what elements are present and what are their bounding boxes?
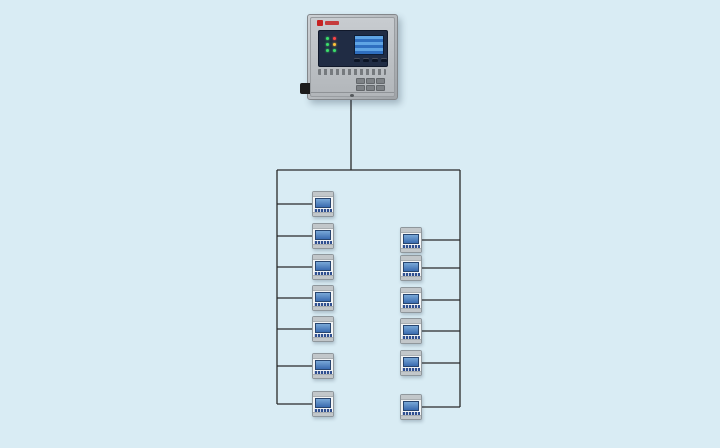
keypad-button xyxy=(356,78,365,84)
detector-bottom-cap xyxy=(313,275,333,279)
door-lock-icon xyxy=(350,94,354,97)
alarm-led xyxy=(333,37,336,40)
brand-logo-icon xyxy=(317,20,323,26)
gas-detector-R3 xyxy=(400,287,422,313)
detector-label-band xyxy=(314,209,332,214)
detector-display xyxy=(403,294,419,304)
detector-top-cap xyxy=(401,395,421,400)
detector-top-cap xyxy=(401,288,421,293)
detector-top-cap xyxy=(401,228,421,233)
gas-detector-R6 xyxy=(400,394,422,420)
detector-bottom-cap xyxy=(401,339,421,343)
detector-bottom-cap xyxy=(313,412,333,416)
detector-bottom-cap xyxy=(313,337,333,341)
cabinet-door-seam xyxy=(311,92,394,93)
detector-top-cap xyxy=(401,351,421,356)
detector-top-cap xyxy=(401,319,421,324)
detector-bottom-cap xyxy=(401,415,421,419)
detector-display xyxy=(403,262,419,272)
detector-top-cap xyxy=(313,224,333,229)
detector-label-band xyxy=(314,409,332,414)
controller-display-panel xyxy=(318,30,388,67)
detector-display xyxy=(403,401,419,411)
keypad-button xyxy=(366,78,375,84)
detector-label-band xyxy=(402,305,420,310)
power-led xyxy=(333,49,336,52)
keypad-button xyxy=(376,78,385,84)
detector-label-band xyxy=(314,334,332,339)
detector-display xyxy=(403,234,419,244)
side-buzzer xyxy=(300,83,310,94)
gas-detector-R1 xyxy=(400,227,422,253)
panel-button xyxy=(381,58,387,62)
keypad xyxy=(356,78,386,91)
detector-display xyxy=(315,292,331,302)
detector-bottom-cap xyxy=(313,306,333,310)
detector-display xyxy=(315,323,331,333)
gas-detector-L4 xyxy=(312,285,334,311)
keypad-button xyxy=(376,85,385,91)
status-led xyxy=(326,49,329,52)
detector-bottom-cap xyxy=(401,308,421,312)
lcd-screen xyxy=(354,35,384,55)
detector-top-cap xyxy=(313,354,333,359)
detector-display xyxy=(403,357,419,367)
fault-led xyxy=(333,43,336,46)
gas-detector-R5 xyxy=(400,350,422,376)
gas-detector-L3 xyxy=(312,254,334,280)
panel-button xyxy=(372,58,378,62)
detector-label-band xyxy=(402,368,420,373)
detector-bottom-cap xyxy=(401,248,421,252)
detector-bottom-cap xyxy=(313,374,333,378)
gas-alarm-controller xyxy=(300,14,398,100)
detector-top-cap xyxy=(313,255,333,260)
detector-bottom-cap xyxy=(313,212,333,216)
detector-display xyxy=(403,325,419,335)
status-led xyxy=(326,37,329,40)
gas-detector-L5 xyxy=(312,316,334,342)
detector-top-cap xyxy=(401,256,421,261)
detector-top-cap xyxy=(313,392,333,397)
detector-bottom-cap xyxy=(313,244,333,248)
detector-bottom-cap xyxy=(401,371,421,375)
detector-label-band xyxy=(314,272,332,277)
model-label-text xyxy=(318,69,386,75)
detector-display xyxy=(315,230,331,240)
detector-label-band xyxy=(402,336,420,341)
gas-detector-R2 xyxy=(400,255,422,281)
detector-bottom-cap xyxy=(401,276,421,280)
detector-label-band xyxy=(314,303,332,308)
brand-logo-text xyxy=(325,21,339,25)
detector-label-band xyxy=(314,241,332,246)
gas-detector-L7 xyxy=(312,391,334,417)
gas-detector-L1 xyxy=(312,191,334,217)
panel-button xyxy=(354,58,360,62)
keypad-button xyxy=(356,85,365,91)
panel-button xyxy=(363,58,369,62)
gas-detector-R4 xyxy=(400,318,422,344)
gas-detector-L6 xyxy=(312,353,334,379)
keypad-button xyxy=(366,85,375,91)
detector-display xyxy=(315,198,331,208)
detector-top-cap xyxy=(313,317,333,322)
status-led xyxy=(326,43,329,46)
detector-display xyxy=(315,398,331,408)
detector-label-band xyxy=(402,412,420,417)
detector-label-band xyxy=(314,371,332,376)
detector-top-cap xyxy=(313,192,333,197)
detector-label-band xyxy=(402,273,420,278)
detector-display xyxy=(315,261,331,271)
detector-top-cap xyxy=(313,286,333,291)
gas-detector-L2 xyxy=(312,223,334,249)
detector-display xyxy=(315,360,331,370)
detector-label-band xyxy=(402,245,420,250)
